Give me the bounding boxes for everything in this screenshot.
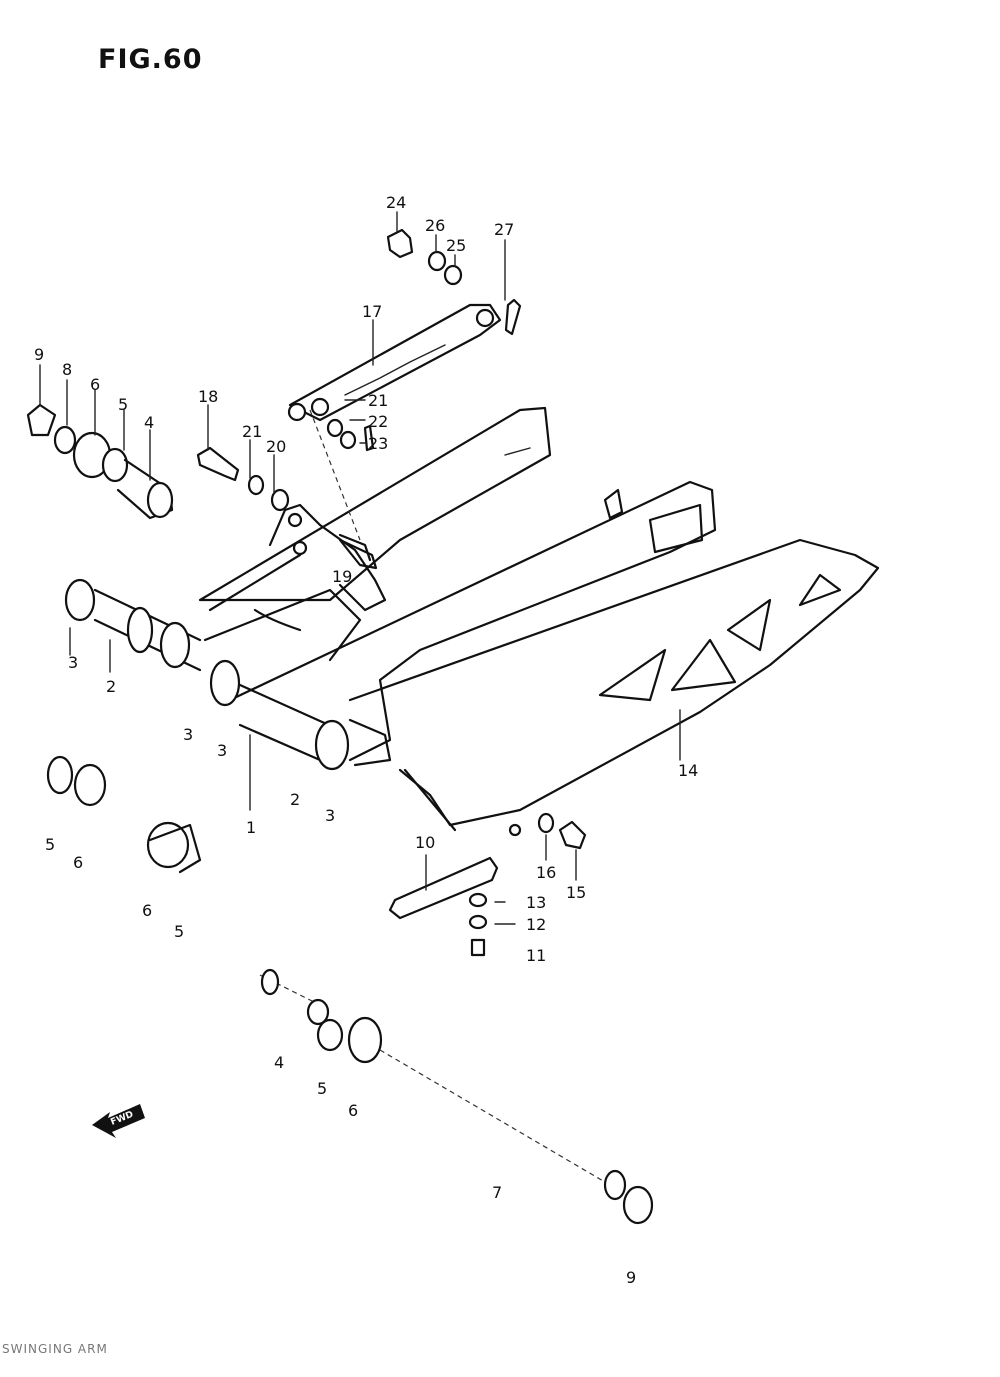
callout-25: 25 bbox=[446, 236, 466, 255]
swingarm-body bbox=[64, 406, 717, 920]
callout-13: 13 bbox=[526, 893, 546, 912]
callout-1: 1 bbox=[246, 818, 256, 837]
callout-20: 20 bbox=[266, 437, 286, 456]
callout-23: 23 bbox=[368, 434, 388, 453]
torque-link bbox=[287, 228, 522, 541]
callout-15: 15 bbox=[566, 883, 586, 902]
callout-4: 4 bbox=[274, 1053, 284, 1072]
callout-3: 3 bbox=[183, 725, 193, 744]
callout-8: 8 bbox=[62, 360, 72, 379]
callout-3: 3 bbox=[325, 806, 335, 825]
callout-3: 3 bbox=[217, 741, 227, 760]
callout-5: 5 bbox=[118, 395, 128, 414]
callout-12: 12 bbox=[526, 915, 546, 934]
callout-16: 16 bbox=[536, 863, 556, 882]
case-fasteners bbox=[468, 812, 587, 957]
callout-10: 10 bbox=[415, 833, 435, 852]
fwd-arrow-icon: FWD bbox=[92, 1104, 145, 1138]
callout-3: 3 bbox=[68, 653, 78, 672]
callout-labels: 24 26 25 27 17 9 8 6 5 4 18 21 20 21 22 … bbox=[34, 193, 698, 1287]
callout-6: 6 bbox=[348, 1101, 358, 1120]
callout-21: 21 bbox=[368, 391, 388, 410]
callout-5: 5 bbox=[45, 835, 55, 854]
pivot-hardware-lower bbox=[46, 755, 202, 874]
callout-17: 17 bbox=[362, 302, 382, 321]
figure-title: FIG.60 bbox=[98, 44, 203, 75]
callout-6: 6 bbox=[90, 375, 100, 394]
chain-case bbox=[348, 538, 880, 837]
callout-6: 6 bbox=[73, 853, 83, 872]
callout-11: 11 bbox=[526, 946, 546, 965]
callout-2: 2 bbox=[106, 677, 116, 696]
footer-code: SWINGING ARM bbox=[2, 1342, 108, 1356]
callout-24: 24 bbox=[386, 193, 406, 212]
callout-6: 6 bbox=[142, 901, 152, 920]
callout-9: 9 bbox=[626, 1268, 636, 1287]
callout-21: 21 bbox=[242, 422, 262, 441]
bolt-assembly bbox=[196, 446, 378, 570]
callout-27: 27 bbox=[494, 220, 514, 239]
callout-5: 5 bbox=[174, 922, 184, 941]
pivot-shaft bbox=[259, 968, 654, 1225]
callout-26: 26 bbox=[425, 216, 445, 235]
callout-14: 14 bbox=[678, 761, 698, 780]
callout-7: 7 bbox=[492, 1183, 502, 1202]
callout-18: 18 bbox=[198, 387, 218, 406]
callout-19: 19 bbox=[332, 567, 352, 586]
callout-5: 5 bbox=[317, 1079, 327, 1098]
callout-2: 2 bbox=[290, 790, 300, 809]
leader-lines bbox=[39, 211, 681, 925]
callout-9: 9 bbox=[34, 345, 44, 364]
callout-4: 4 bbox=[144, 413, 154, 432]
pivot-hardware-left bbox=[26, 403, 174, 520]
callout-22: 22 bbox=[368, 412, 388, 431]
